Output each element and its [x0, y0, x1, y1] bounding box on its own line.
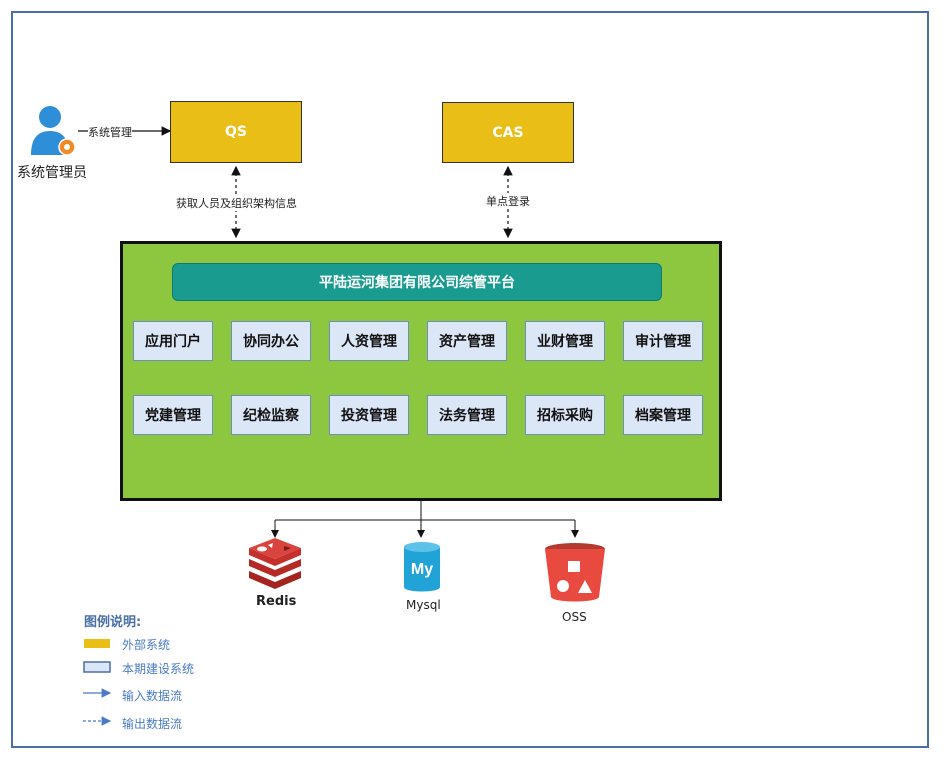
- module-finance: 业财管理: [525, 321, 605, 361]
- oss-icon: [545, 543, 605, 602]
- admin-edge-label: 系统管理: [88, 124, 132, 140]
- platform-title: 平陆运河集团有限公司综管平台: [172, 263, 662, 301]
- qs-label: QS: [225, 124, 247, 140]
- admin-label: 系统管理员: [17, 165, 87, 181]
- admin-user-icon: [31, 106, 76, 156]
- cas-box: CAS: [442, 102, 574, 163]
- legend-internal-text: 本期建设系统: [122, 662, 195, 676]
- module-investment: 投资管理: [329, 395, 409, 435]
- oss-label: OSS: [562, 610, 587, 624]
- mysql-icon: [404, 542, 440, 592]
- module-discipline: 纪检监察: [231, 395, 311, 435]
- legend-external-swatch: [84, 639, 110, 648]
- mysql-logo-text: My: [411, 561, 433, 578]
- module-app-portal: 应用门户: [133, 321, 213, 361]
- legend-internal-swatch: [83, 661, 111, 673]
- module-party: 党建管理: [133, 395, 213, 435]
- cas-label: CAS: [492, 124, 524, 141]
- redis-icon: [249, 538, 301, 589]
- module-archives: 档案管理: [623, 395, 703, 435]
- module-bidding: 招标采购: [525, 395, 605, 435]
- legend-input-text: 输入数据流: [122, 689, 183, 703]
- qs-edge-label: 获取人员及组织架构信息: [176, 195, 297, 211]
- mysql-label: Mysql: [406, 598, 441, 612]
- module-legal: 法务管理: [427, 395, 507, 435]
- qs-box: QS: [170, 101, 302, 163]
- module-hr: 人资管理: [329, 321, 409, 361]
- module-collab-office: 协同办公: [231, 321, 311, 361]
- cas-edge-label: 单点登录: [486, 193, 530, 209]
- legend-title: 图例说明:: [84, 615, 142, 630]
- module-assets: 资产管理: [427, 321, 507, 361]
- diagram-frame: [11, 11, 929, 748]
- legend-output-text: 输出数据流: [122, 717, 183, 731]
- legend-external-text: 外部系统: [122, 638, 171, 652]
- module-audit: 审计管理: [623, 321, 703, 361]
- redis-label: Redis: [256, 594, 297, 609]
